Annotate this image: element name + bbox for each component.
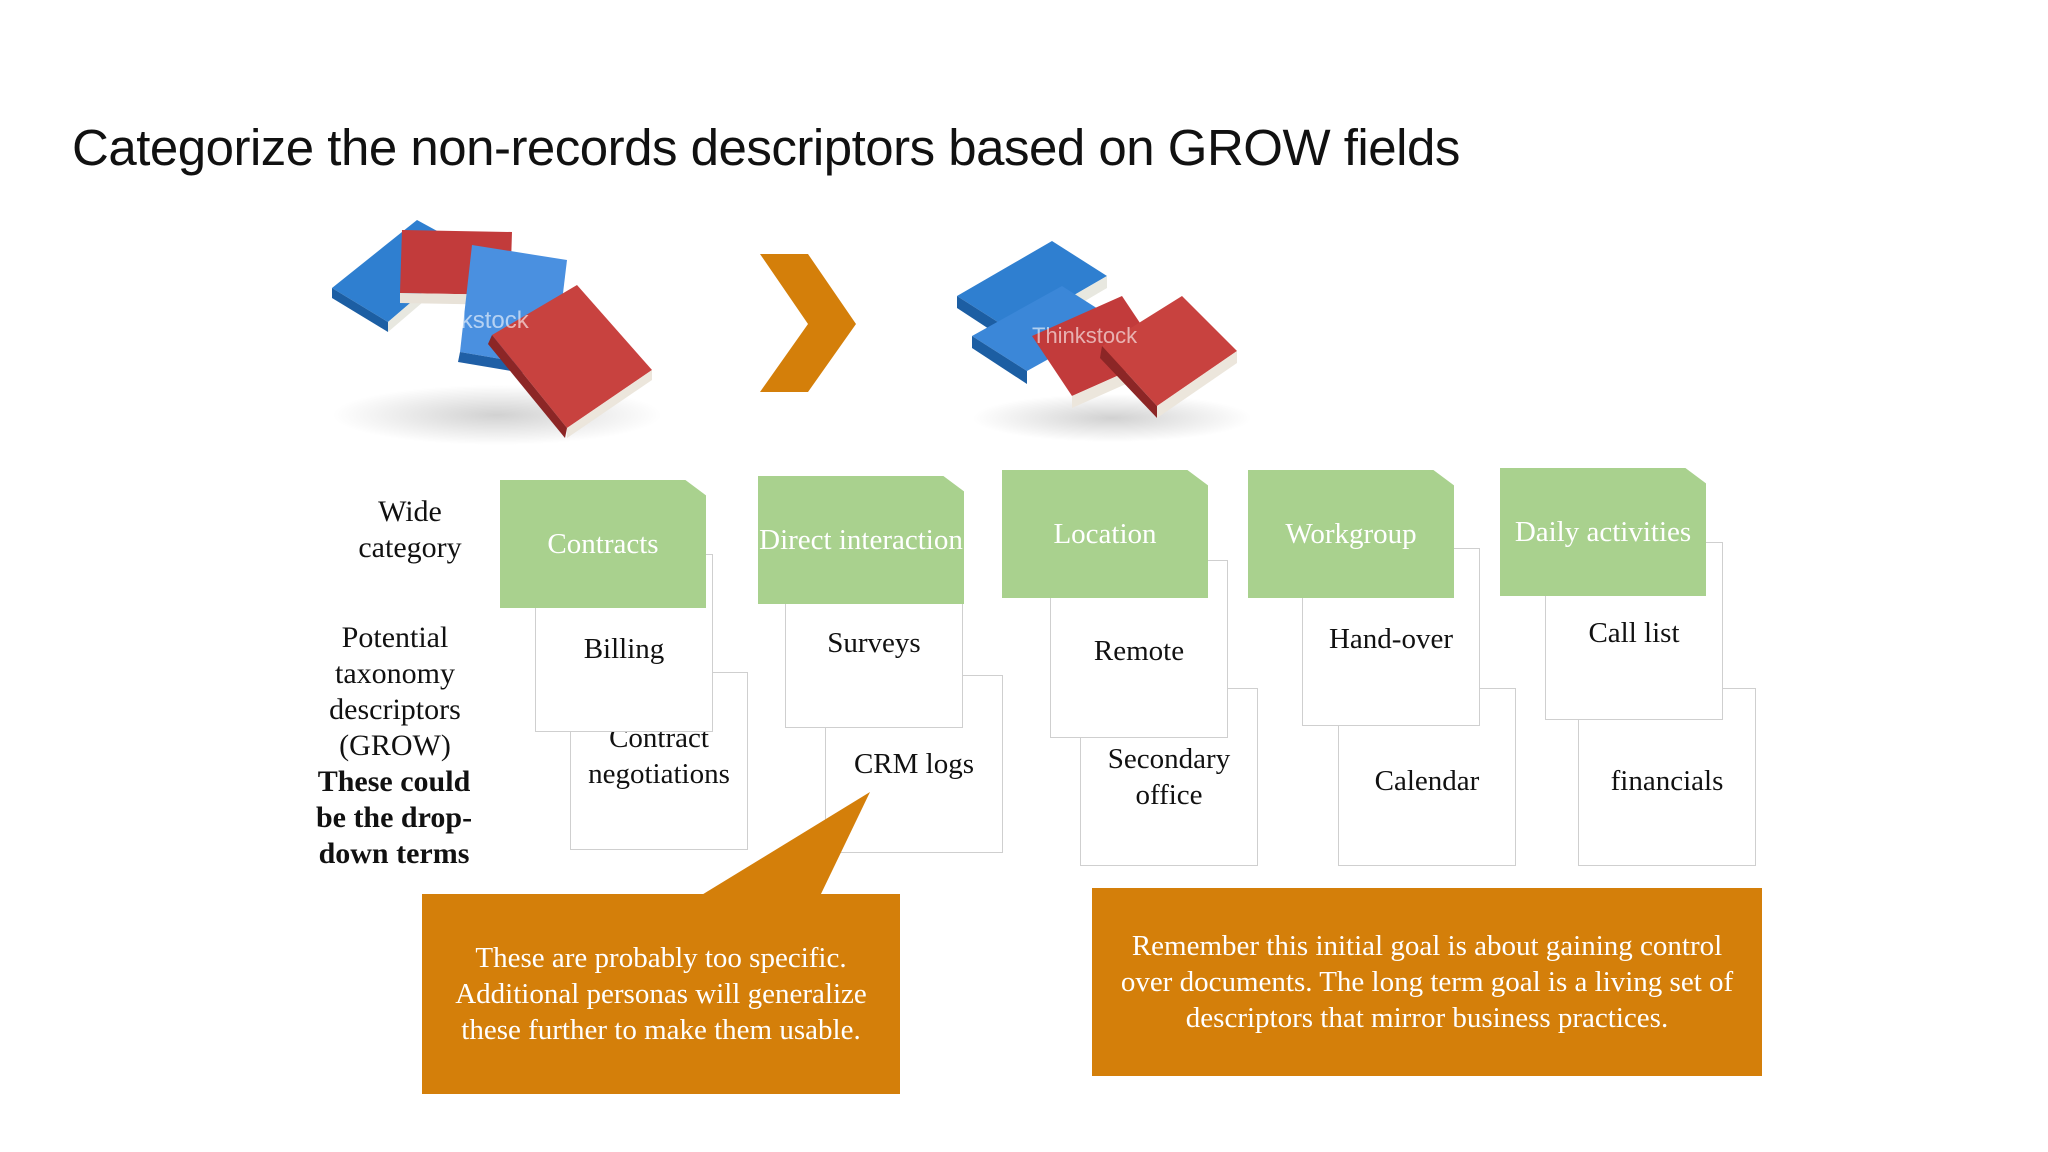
- callout-too-specific: These are probably too specific. Additio…: [422, 894, 900, 1094]
- left-watermark: thinkstock: [422, 307, 530, 334]
- descriptor-text: Hand-over: [1328, 623, 1453, 655]
- descriptor-card-financials: financials: [1578, 688, 1756, 866]
- wide-category-label: Wide category: [358, 495, 462, 564]
- descriptor-text: Secondary office: [1107, 743, 1231, 811]
- descriptor-text: Call list: [1588, 617, 1680, 649]
- category-tab-location: Location: [1002, 470, 1208, 598]
- slide-title: Categorize the non-records descriptors b…: [72, 119, 1460, 176]
- descriptor-text: financials: [1610, 765, 1724, 797]
- callout-initial-goal: Remember this initial goal is about gain…: [1092, 888, 1762, 1076]
- stacked-books-image: Thinkstock: [957, 241, 1252, 442]
- descriptor-text: Remote: [1093, 635, 1185, 667]
- category-tab-contracts: Contracts: [500, 480, 706, 608]
- chevron-right-icon: [760, 254, 856, 392]
- category-tab-direct-interaction: Direct interaction: [758, 476, 964, 604]
- dropdown-terms-note: These could be the drop-down terms: [315, 765, 473, 870]
- scattered-books-image: thinkstock: [332, 220, 662, 445]
- descriptor-text: Calendar: [1374, 765, 1480, 797]
- descriptor-text: Billing: [583, 633, 665, 665]
- descriptor-text: Surveys: [827, 627, 921, 659]
- right-watermark: Thinkstock: [1032, 323, 1138, 348]
- category-tab-daily-activities: Daily activities: [1500, 468, 1706, 596]
- category-tab-workgroup: Workgroup: [1248, 470, 1454, 598]
- potential-descriptors-label: Potential taxonomy descriptors (GROW): [329, 621, 461, 762]
- callout-pointer: [700, 792, 870, 896]
- descriptor-text: CRM logs: [853, 748, 975, 780]
